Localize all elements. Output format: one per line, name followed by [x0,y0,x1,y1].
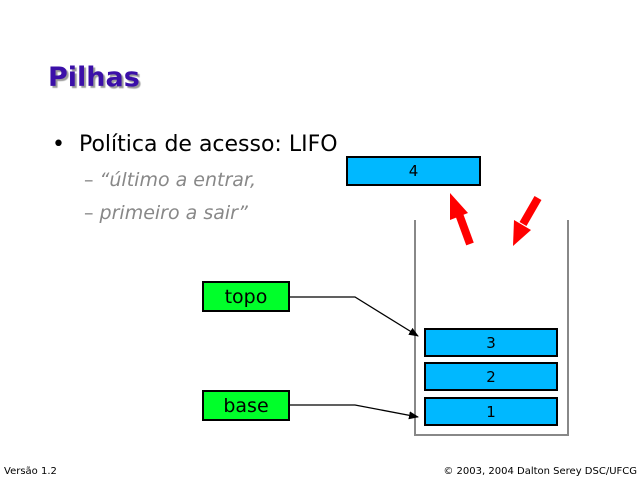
stack-item: 3 [424,328,558,357]
base-pointer-arrow [289,404,419,420]
sub-bullet: – primeiro a sair” [84,202,248,224]
stack-item: 2 [424,362,558,391]
bullet-text: Política de acesso: LIFO [78,132,338,157]
stack-item: 1 [424,397,558,426]
sub-bullet-text: primeiro a sair” [99,202,248,224]
topo-pointer-arrow [289,296,419,337]
version-label: Versão 1.2 [4,466,57,477]
base-pointer-box: base [202,390,290,421]
copyright-label: © 2003, 2004 Dalton Serey DSC/UFCG [443,466,637,477]
push-arrow-icon [513,196,542,246]
sub-bullet-text: “último a entrar, [99,169,257,191]
stack-item-popped: 4 [346,156,481,186]
bullet-item: • Política de acesso: LIFO [52,132,338,157]
stack-container [414,220,569,436]
sub-bullet: – “último a entrar, [84,169,257,191]
pop-arrow-icon [450,193,474,246]
topo-pointer-box: topo [202,281,290,312]
slide-title: Pilhas [48,62,140,93]
